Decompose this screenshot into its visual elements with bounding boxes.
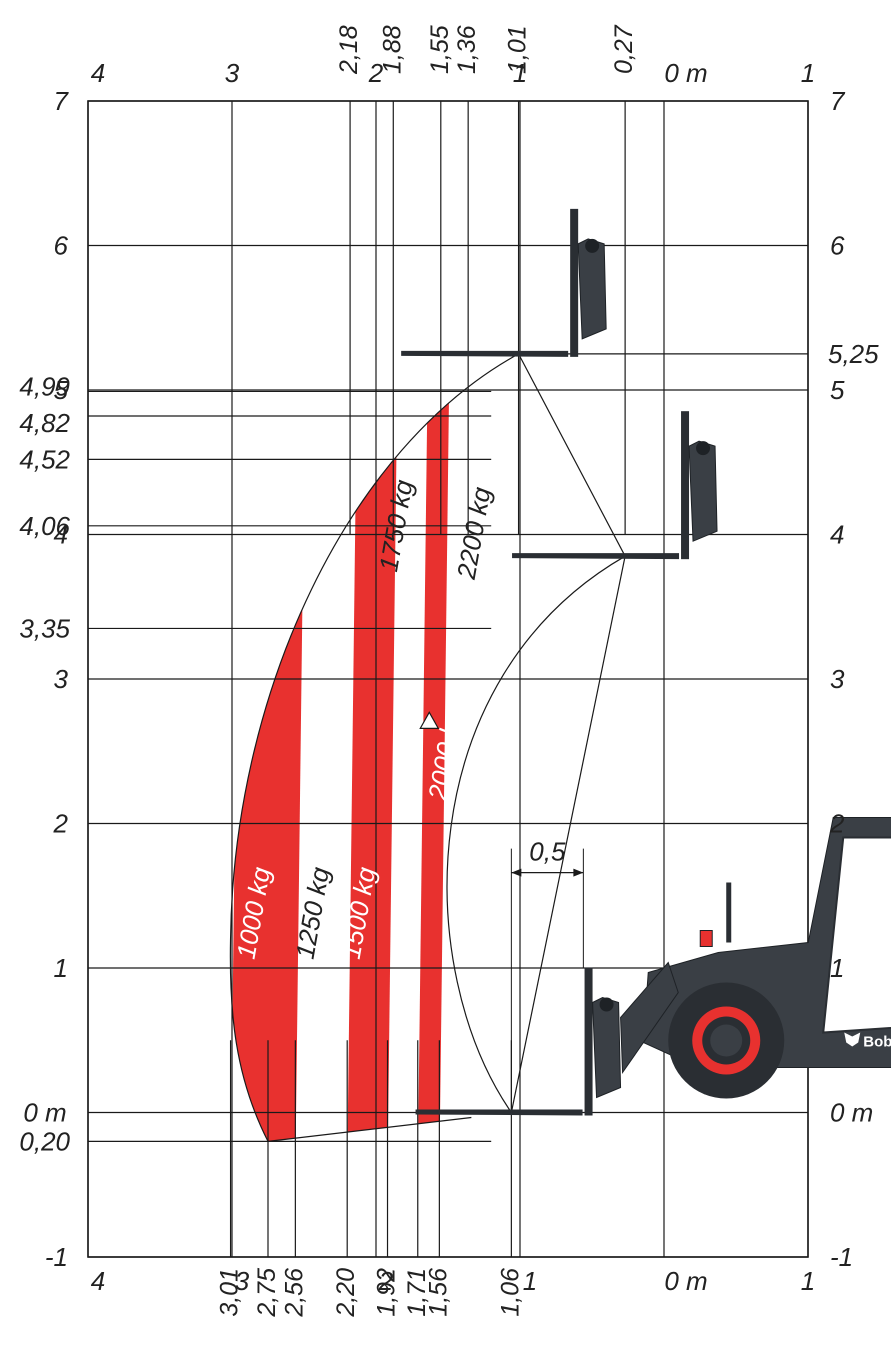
fork-carriage (577, 238, 607, 340)
dimension-arrow-left (511, 868, 522, 877)
fork-tine (401, 350, 569, 357)
left-marker-label: 4,82 (19, 408, 70, 438)
bottom-marker-label: 3,01 (216, 1268, 244, 1317)
carriage-pin (599, 997, 614, 1012)
x-tick-bottom: 0 m (664, 1266, 707, 1296)
telehandler-machine: Bob (401, 208, 891, 1116)
x-tick-top: 1 (801, 58, 815, 88)
y-tick-right: 3 (830, 664, 845, 694)
x-tick-top: 0 m (664, 58, 707, 88)
mirror-post (726, 882, 732, 943)
left-marker-label: 4,06 (19, 511, 70, 541)
bottom-marker-label: 1,56 (424, 1268, 452, 1317)
left-marker-label: 4,99 (19, 371, 70, 401)
fork-shank (681, 411, 690, 560)
bottom-marker-label: 2,75 (253, 1268, 281, 1318)
fork-position-ground (415, 967, 622, 1116)
bottom-marker-label: 2,56 (280, 1268, 308, 1318)
y-tick-left: 3 (54, 664, 69, 694)
bottom-marker-label: 1,71 (403, 1268, 431, 1317)
boom-line (518, 353, 626, 557)
x-tick-top: 1 (513, 58, 527, 88)
dimension-label: 0,5 (529, 837, 566, 867)
zone-1000-kg (230, 353, 307, 1142)
top-marker-label: 1,88 (378, 25, 406, 74)
y-tick-right: 5 (830, 375, 845, 405)
right-marker-label: 5,25 (828, 339, 879, 369)
y-tick-right: 7 (830, 86, 846, 116)
carriage-pin (585, 238, 600, 253)
bobcat-logo-icon (844, 1032, 861, 1047)
x-tick-bottom: 3 (235, 1266, 250, 1296)
y-tick-right: 2 (829, 809, 845, 839)
outer-envelope (229, 353, 519, 1142)
y-tick-left: 2 (53, 809, 69, 839)
y-tick-right: 0 m (830, 1098, 873, 1128)
wheel-center (710, 1024, 743, 1057)
x-tick-top: 4 (91, 58, 105, 88)
y-tick-left: 5 (54, 375, 69, 405)
left-marker-label: 4,52 (19, 444, 70, 474)
top-marker-label: 1,01 (504, 25, 532, 74)
y-tick-left: 6 (54, 231, 69, 261)
beacon-light-icon (699, 930, 713, 947)
y-tick-right: 4 (830, 520, 844, 550)
x-tick-top: 3 (225, 58, 240, 88)
zone-2000-kg (417, 353, 451, 1142)
fork-position-top (401, 208, 607, 357)
x-tick-top: 2 (368, 58, 384, 88)
left-marker-label: 0,20 (19, 1126, 70, 1156)
top-marker-label: 1,55 (426, 25, 454, 74)
y-tick-right: 6 (830, 231, 845, 261)
x-tick-bottom: 1 (801, 1266, 815, 1296)
zone-1500-kg (347, 353, 400, 1142)
fork-carriage (592, 996, 622, 1099)
boom-line-hidden (510, 556, 626, 1113)
fork-carriage (688, 440, 718, 542)
boom-arm (620, 961, 679, 1075)
bottom-envelope (267, 1116, 472, 1142)
y-tick-left: 1 (54, 953, 68, 983)
top-marker-label: 2,18 (335, 25, 363, 75)
fork-shank (570, 208, 579, 357)
y-tick-left: 7 (54, 86, 70, 116)
load-zones (230, 353, 451, 1142)
y-tick-left: 0 m (23, 1098, 66, 1128)
cab-window (822, 836, 891, 1034)
fork-tine (415, 1109, 583, 1116)
carriage-pin (696, 441, 711, 456)
y-tick-right: -1 (830, 1242, 853, 1272)
inner-envelope (446, 555, 626, 1113)
x-tick-bottom: 4 (91, 1266, 105, 1296)
fork-tine (512, 553, 680, 560)
top-marker-label: 1,36 (453, 25, 481, 74)
fork-shank (584, 967, 593, 1116)
warning-triangle-icon (419, 711, 440, 729)
y-tick-right: 1 (830, 953, 844, 983)
brand-logo: Bob (863, 1034, 891, 1051)
x-tick-bottom: 1 (523, 1266, 537, 1296)
reach-envelope: 0,5 (229, 353, 626, 1142)
bottom-marker-label: 1,92 (373, 1268, 401, 1317)
y-tick-left: -1 (45, 1242, 68, 1272)
top-marker-label: 0,27 (610, 24, 638, 74)
y-tick-left: 4 (54, 520, 68, 550)
x-tick-bottom: 2 (378, 1266, 394, 1296)
zone-label: 2200 kg (451, 484, 497, 582)
left-marker-label: 3,35 (19, 613, 70, 643)
fork-position-mid (512, 411, 718, 560)
bottom-marker-label: 1,06 (496, 1268, 524, 1317)
bottom-marker-label: 2,20 (332, 1268, 360, 1318)
dimension-arrow-right (573, 868, 584, 877)
